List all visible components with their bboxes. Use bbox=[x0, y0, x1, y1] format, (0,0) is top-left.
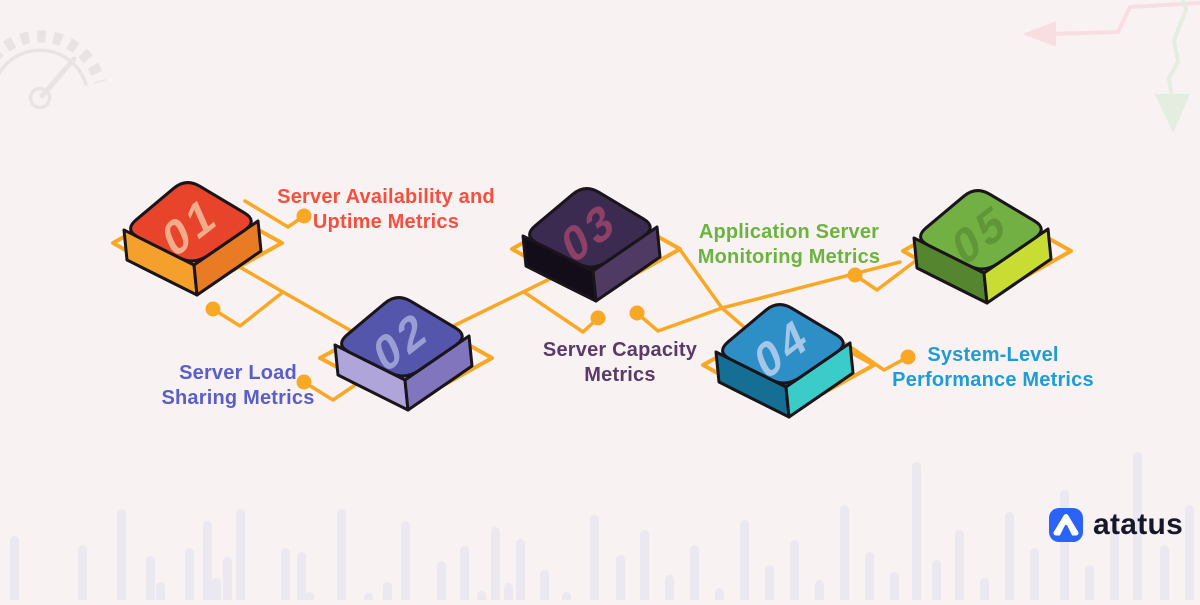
bar-pattern-bar bbox=[364, 593, 373, 605]
bar-pattern-bar bbox=[665, 575, 674, 605]
step-label-line: Uptime Metrics bbox=[312, 211, 460, 233]
connector-line bbox=[679, 249, 724, 310]
speedometer-icon bbox=[0, 30, 106, 110]
bar-pattern-bar bbox=[10, 536, 19, 605]
bar-pattern-bar bbox=[840, 505, 849, 605]
bar-pattern-bar bbox=[590, 515, 599, 605]
bar-pattern-bar bbox=[616, 555, 625, 605]
connector-dot bbox=[900, 349, 916, 365]
step-button-01: 01 bbox=[122, 181, 263, 297]
bar-pattern-bar bbox=[932, 560, 941, 605]
bar-pattern-bar bbox=[504, 583, 513, 605]
step-button-02: 02 bbox=[333, 296, 474, 412]
step-label-line: Monitoring Metrics bbox=[697, 246, 881, 268]
bar-pattern-bar bbox=[491, 527, 500, 605]
atatus-logo-icon bbox=[1049, 508, 1083, 542]
bar-pattern-bar bbox=[715, 588, 724, 605]
bar-pattern-bar bbox=[1030, 548, 1039, 605]
bar-pattern-bar bbox=[1160, 545, 1169, 605]
bar-pattern-bar bbox=[1185, 505, 1194, 605]
label-leader-line bbox=[844, 342, 910, 372]
bar-pattern-bar bbox=[236, 509, 245, 605]
bar-pattern-bar bbox=[912, 462, 921, 605]
bar-pattern-bar bbox=[156, 582, 165, 605]
bar-pattern-bar bbox=[185, 548, 194, 605]
bar-pattern-bar bbox=[815, 580, 824, 605]
bar-pattern-bar bbox=[790, 540, 799, 605]
step-label-line: Application Server bbox=[698, 221, 880, 243]
bar-pattern-bar bbox=[401, 521, 410, 605]
bar-pattern-bar bbox=[740, 520, 749, 605]
connector-line bbox=[635, 306, 724, 333]
bar-pattern-bar bbox=[337, 509, 346, 605]
step-label-line: Metrics bbox=[584, 364, 656, 386]
bar-pattern-bar bbox=[562, 592, 571, 605]
bar-pattern-bar bbox=[212, 578, 221, 605]
bar-pattern-bar bbox=[1133, 452, 1142, 605]
step-button-03: 03 bbox=[521, 187, 662, 303]
atatus-logo-text: atatus bbox=[1093, 508, 1184, 541]
label-leader-line bbox=[853, 257, 920, 292]
bar-pattern-bar bbox=[980, 578, 989, 605]
bar-pattern-bar bbox=[477, 591, 486, 605]
bar-pattern-bar bbox=[460, 546, 469, 605]
connector-dot bbox=[205, 301, 221, 317]
connector-dot bbox=[590, 310, 606, 326]
bar-pattern-bar bbox=[117, 509, 126, 605]
step-button-04: 04 bbox=[714, 303, 855, 419]
bar-pattern-bar bbox=[765, 565, 774, 605]
connector-line bbox=[441, 273, 560, 333]
bar-pattern-bar bbox=[1085, 565, 1094, 605]
bar-pattern-bar bbox=[437, 561, 446, 605]
atatus-logo: atatus bbox=[1048, 507, 1183, 543]
bar-pattern-bar bbox=[540, 570, 549, 605]
bar-pattern-bar bbox=[305, 592, 314, 605]
step-button-05: 05 bbox=[912, 189, 1053, 305]
bar-pattern-bar bbox=[383, 582, 392, 605]
bar-pattern-bar bbox=[690, 545, 699, 605]
label-leader-line bbox=[302, 380, 360, 402]
trend-arrow-left-icon bbox=[1022, 1, 1200, 47]
bar-pattern-bar bbox=[640, 530, 649, 605]
connector-line bbox=[236, 264, 364, 339]
bar-pattern-bar bbox=[223, 557, 232, 605]
bar-pattern-bar bbox=[890, 572, 899, 605]
connector-dot bbox=[296, 208, 312, 224]
step-label-line: System-Level bbox=[927, 344, 1059, 366]
bar-pattern-bar bbox=[281, 548, 290, 605]
connector-dot bbox=[629, 305, 645, 321]
trend-arrow-down-icon bbox=[1154, 0, 1191, 133]
bar-pattern-bar bbox=[203, 521, 212, 605]
bar-pattern-bar bbox=[1110, 525, 1119, 605]
step-label-line: Sharing Metrics bbox=[161, 387, 315, 409]
connector-dot bbox=[296, 374, 312, 390]
connector-dot bbox=[847, 267, 863, 283]
bar-pattern-bar bbox=[955, 530, 964, 605]
bar-chart-pattern bbox=[10, 452, 1194, 605]
step-label-line: Performance Metrics bbox=[892, 369, 1094, 391]
step-label-line: Server Availability and bbox=[277, 186, 495, 208]
bar-pattern-bar bbox=[297, 552, 306, 605]
bar-pattern-bar bbox=[146, 556, 155, 605]
connector-line bbox=[211, 290, 285, 328]
connector-line bbox=[720, 260, 902, 310]
step-label-line: Server Load bbox=[179, 362, 297, 384]
bar-pattern-bar bbox=[78, 545, 87, 605]
bar-pattern-bar bbox=[865, 552, 874, 605]
step-label-line: Server Capacity bbox=[542, 339, 698, 361]
bar-pattern-bar bbox=[516, 539, 525, 605]
bar-pattern-bar bbox=[1005, 512, 1014, 605]
steps-diagram: 01 02 03 04 05 bbox=[111, 181, 1073, 419]
